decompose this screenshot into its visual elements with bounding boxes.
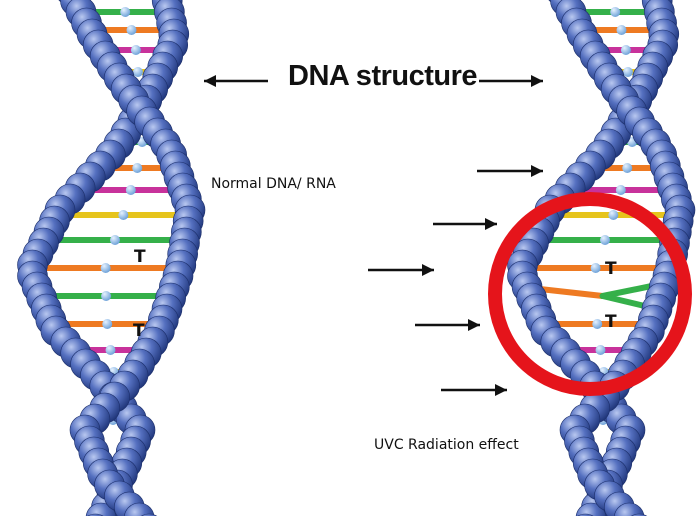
base-node <box>610 7 621 17</box>
arrow-left-icon <box>204 75 216 87</box>
base-node <box>126 25 137 35</box>
base-label-t: T <box>133 321 145 341</box>
base-node <box>110 235 120 245</box>
base-node <box>595 345 606 355</box>
base-node <box>620 45 631 55</box>
arrow-right-icon <box>495 384 507 396</box>
base-label-t: T <box>605 312 617 332</box>
arrow-right-icon <box>468 319 480 331</box>
base-node <box>132 163 143 173</box>
base-node <box>600 235 610 245</box>
base-node <box>102 319 113 329</box>
arrow-right-icon <box>531 75 543 87</box>
uvc-effect-label: UVC Radiation effect <box>374 437 519 453</box>
base-node <box>118 210 129 220</box>
base-node <box>592 319 603 329</box>
arrow-group <box>204 75 543 396</box>
base-node <box>622 67 633 77</box>
arrow-right-icon <box>531 165 543 177</box>
base-node <box>590 263 601 273</box>
normal-dna-helix <box>17 0 206 520</box>
base-node <box>125 185 136 195</box>
base-node <box>130 45 141 55</box>
base-label-t: T <box>134 247 146 267</box>
base-node <box>615 185 626 195</box>
base-label-t: T <box>605 259 617 279</box>
base-node <box>105 345 116 355</box>
damage-highlight-ring <box>488 192 692 396</box>
base-node <box>120 7 131 17</box>
base-node <box>622 163 633 173</box>
base-node <box>132 67 143 77</box>
arrow-right-icon <box>485 218 497 230</box>
base-node <box>101 291 112 301</box>
diagram-title: DNA structure <box>288 60 478 92</box>
arrow-right-icon <box>422 264 434 276</box>
base-node <box>616 25 627 35</box>
normal-dna-label: Normal DNA/ RNA <box>211 176 336 192</box>
base-node <box>100 263 111 273</box>
uvc-dna-helix <box>507 0 696 520</box>
base-node <box>608 210 619 220</box>
